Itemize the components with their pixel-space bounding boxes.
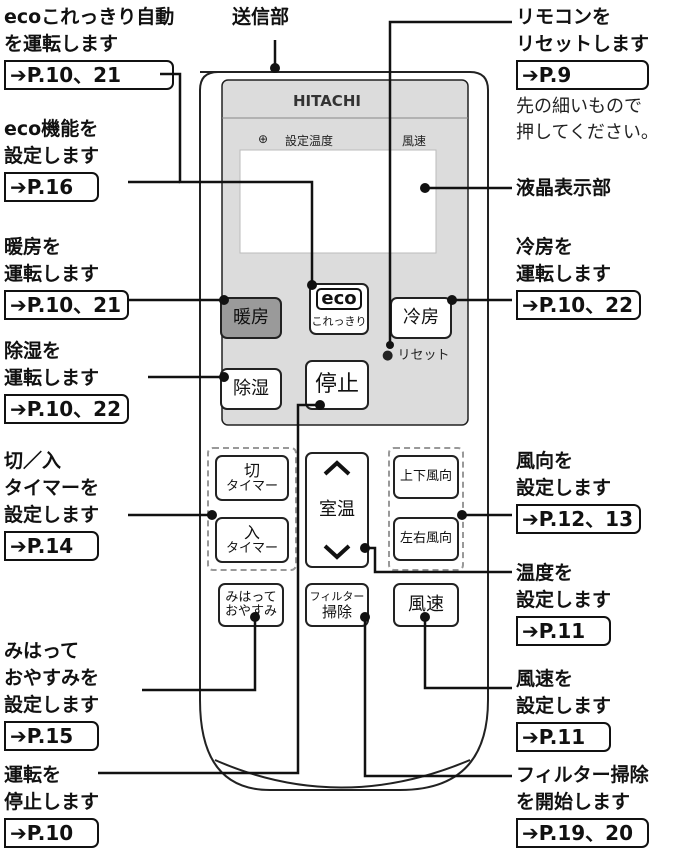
callout-lcd: 液晶表示部 xyxy=(516,175,611,202)
display-temp-label: 設定温度 xyxy=(285,134,334,148)
off-timer-kanji: 切 xyxy=(243,461,260,480)
page-ref: ➔P.10、21 xyxy=(4,290,130,320)
display-timer-label: ⊕ xyxy=(258,132,269,146)
page-ref: ➔P.16 xyxy=(4,172,100,202)
on-timer-kanji: 入 xyxy=(243,523,260,542)
callout-reset: リモコンを リセットします ➔P.9 xyxy=(516,4,650,90)
brand-logo: HITACHI xyxy=(293,92,361,110)
page-ref: ➔P.15 xyxy=(4,721,100,751)
on-timer-button[interactable]: 入 タイマー xyxy=(215,517,289,563)
callout-fan: 風速を 設定します ➔P.11 xyxy=(516,666,612,752)
callout-timer-line2: タイマーを xyxy=(4,477,100,499)
page-ref: ➔P.11 xyxy=(516,722,612,752)
callout-heat: 暖房を 運転します ➔P.10、21 xyxy=(4,234,130,320)
callout-fan-line1: 風速を xyxy=(516,668,574,690)
on-timer-label: タイマー xyxy=(225,541,278,556)
callout-dehum-line2: 運転します xyxy=(4,367,100,389)
cool-button[interactable]: 冷房 xyxy=(390,297,452,339)
callout-stop: 運転を 停止します ➔P.10 xyxy=(4,762,100,848)
callout-timer-line1: 切／入 xyxy=(4,450,62,472)
temperature-label: 室温 xyxy=(319,499,355,520)
stop-button[interactable]: 停止 xyxy=(305,360,369,410)
callout-cool-line1: 冷房を xyxy=(516,236,574,258)
callout-eco-func-line2: 設定します xyxy=(4,145,100,167)
off-timer-button[interactable]: 切 タイマー xyxy=(215,455,289,501)
page-ref: ➔P.10、22 xyxy=(4,394,130,424)
page-ref: ➔P.19、20 xyxy=(516,818,649,848)
heat-button[interactable]: 暖房 xyxy=(220,297,282,339)
callout-louver: 風向を 設定します ➔P.12、13 xyxy=(516,448,642,534)
callout-stop-line2: 停止します xyxy=(4,791,100,813)
page-ref: ➔P.12、13 xyxy=(516,504,642,534)
reset-note: 先の細いもので 押してください。 xyxy=(516,94,659,146)
callout-heat-line1: 暖房を xyxy=(4,236,62,258)
fan-speed-button[interactable]: 風速 xyxy=(393,583,459,627)
chevron-up-icon[interactable] xyxy=(322,460,352,476)
callout-eco-run-line1: ecoこれっきり自動 xyxy=(4,6,175,28)
callout-send-line1: 送信部 xyxy=(232,6,290,28)
callout-sleep: みはって おやすみを 設定します ➔P.15 xyxy=(4,638,100,751)
reset-note-line2: 押してください。 xyxy=(516,122,659,143)
callout-dehum-line1: 除湿を xyxy=(4,340,62,362)
callout-cool-line2: 運転します xyxy=(516,263,612,285)
callout-eco-run-line2: を運転します xyxy=(4,33,119,55)
callout-eco-run: ecoこれっきり自動 を運転します ➔P.10、21 xyxy=(4,4,175,90)
page-ref: ➔P.10、22 xyxy=(516,290,642,320)
callout-fan-line2: 設定します xyxy=(516,695,612,717)
eco-label: eco xyxy=(316,287,362,310)
sleep-line2: おやすみ xyxy=(224,604,277,619)
callout-sleep-line2: おやすみを xyxy=(4,667,100,689)
callout-reset-line1: リモコンを xyxy=(516,6,612,28)
page-ref: ➔P.10 xyxy=(4,818,100,848)
callout-filter-line1: フィルター掃除 xyxy=(516,764,649,786)
callout-temp: 温度を 設定します ➔P.11 xyxy=(516,560,612,646)
callout-send: 送信部 xyxy=(232,4,289,31)
reset-label-text: リセット xyxy=(397,348,450,363)
callout-timer-line3: 設定します xyxy=(4,504,100,526)
filter-clean-button[interactable]: フィルター 掃除 xyxy=(305,583,369,627)
temperature-rocker[interactable]: 室温 xyxy=(305,452,369,568)
callout-heat-line2: 運転します xyxy=(4,263,100,285)
reset-label: ● リセット xyxy=(382,348,450,363)
up-down-louver-button[interactable]: 上下風向 xyxy=(393,455,459,499)
reset-note-line1: 先の細いもので xyxy=(516,96,642,117)
callout-louver-line1: 風向を xyxy=(516,450,574,472)
callout-timer: 切／入 タイマーを 設定します ➔P.14 xyxy=(4,448,100,561)
callout-dehum: 除湿を 運転します ➔P.10、22 xyxy=(4,338,130,424)
chevron-down-icon[interactable] xyxy=(322,544,352,560)
left-right-louver-button[interactable]: 左右風向 xyxy=(393,517,459,561)
page-ref: ➔P.9 xyxy=(516,60,650,90)
callout-temp-line1: 温度を xyxy=(516,562,574,584)
callout-filter-line2: を開始します xyxy=(516,791,631,813)
filter-line1: フィルター xyxy=(309,589,365,603)
display-fan-label: 風速 xyxy=(402,134,427,148)
callout-cool: 冷房を 運転します ➔P.10、22 xyxy=(516,234,642,320)
page-ref: ➔P.14 xyxy=(4,531,100,561)
callout-sleep-line3: 設定します xyxy=(4,694,100,716)
eco-sub-label: これっきり xyxy=(311,314,367,328)
page-ref: ➔P.10、21 xyxy=(4,60,175,90)
sleep-button[interactable]: みはって おやすみ xyxy=(218,583,284,627)
sleep-line1: みはって xyxy=(225,590,277,605)
dehumidify-button[interactable]: 除湿 xyxy=(220,368,282,410)
callout-lcd-line1: 液晶表示部 xyxy=(516,177,612,199)
callout-sleep-line1: みはって xyxy=(4,640,80,662)
filter-line2: 掃除 xyxy=(321,602,352,621)
callout-filter: フィルター掃除 を開始します ➔P.19、20 xyxy=(516,762,649,848)
callout-temp-line2: 設定します xyxy=(516,589,612,611)
callout-stop-line1: 運転を xyxy=(4,764,62,786)
off-timer-label: タイマー xyxy=(225,479,278,494)
callout-louver-line2: 設定します xyxy=(516,477,612,499)
callout-reset-line2: リセットします xyxy=(516,33,650,55)
page-ref: ➔P.11 xyxy=(516,616,612,646)
callout-eco-func: eco機能を 設定します ➔P.16 xyxy=(4,116,100,202)
eco-button[interactable]: eco これっきり xyxy=(309,283,369,335)
callout-eco-func-line1: eco機能を xyxy=(4,118,99,140)
